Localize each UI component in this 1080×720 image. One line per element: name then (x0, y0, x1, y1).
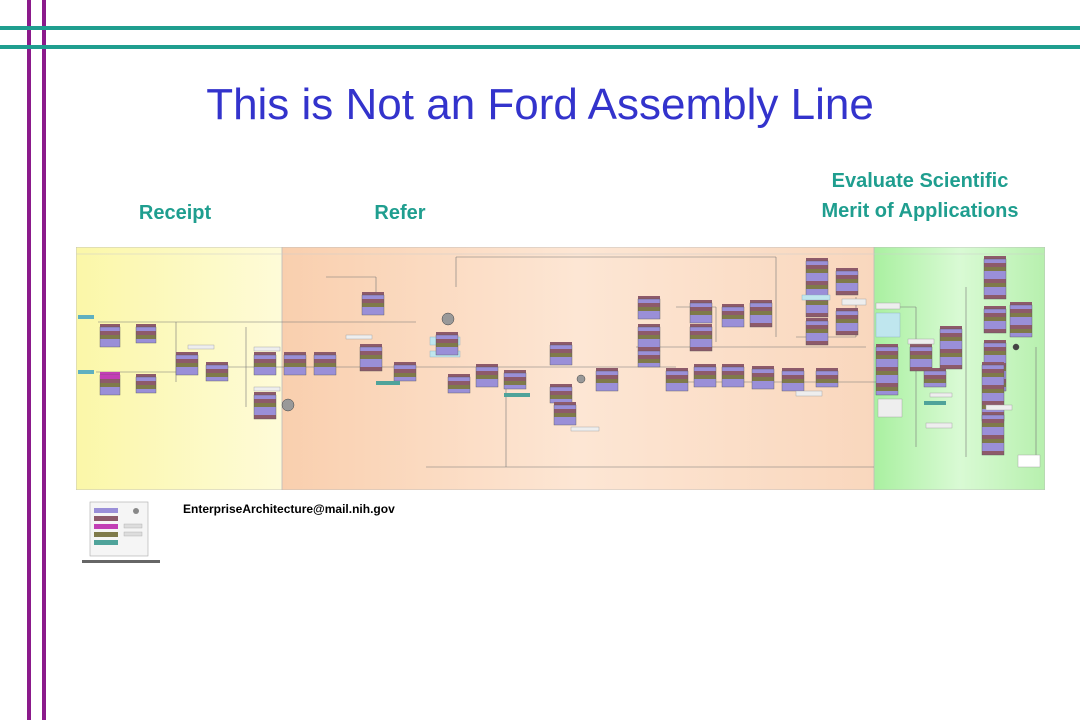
legend-thumbnail (82, 501, 160, 563)
top-horizontal-rule-2 (0, 45, 1080, 49)
left-vertical-rule-1 (27, 0, 31, 720)
label-refer: Refer (374, 202, 426, 224)
label-evaluate-line1: Evaluate Scientific (831, 170, 1009, 192)
label-evaluate-line2: Merit of Applications (821, 200, 1019, 222)
label-evaluate: Evaluate Scientific Merit of Application… (790, 166, 1050, 226)
label-receipt: Receipt (138, 202, 212, 224)
top-horizontal-rule-1 (0, 26, 1080, 30)
process-diagram (76, 247, 1045, 490)
left-vertical-rule-2 (42, 0, 46, 720)
contact-email[interactable]: EnterpriseArchitecture@mail.nih.gov (183, 502, 395, 516)
slide-title: This is Not an Ford Assembly Line (206, 80, 874, 129)
